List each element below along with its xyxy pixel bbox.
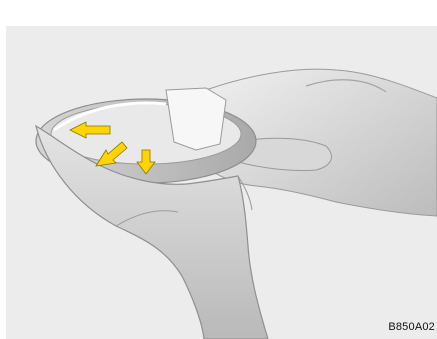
figure-code: B850A02 — [388, 321, 435, 333]
hands-removing-cover-illustration — [6, 26, 437, 339]
lens — [166, 88, 226, 150]
illustration-panel: B850A02 — [6, 26, 437, 339]
